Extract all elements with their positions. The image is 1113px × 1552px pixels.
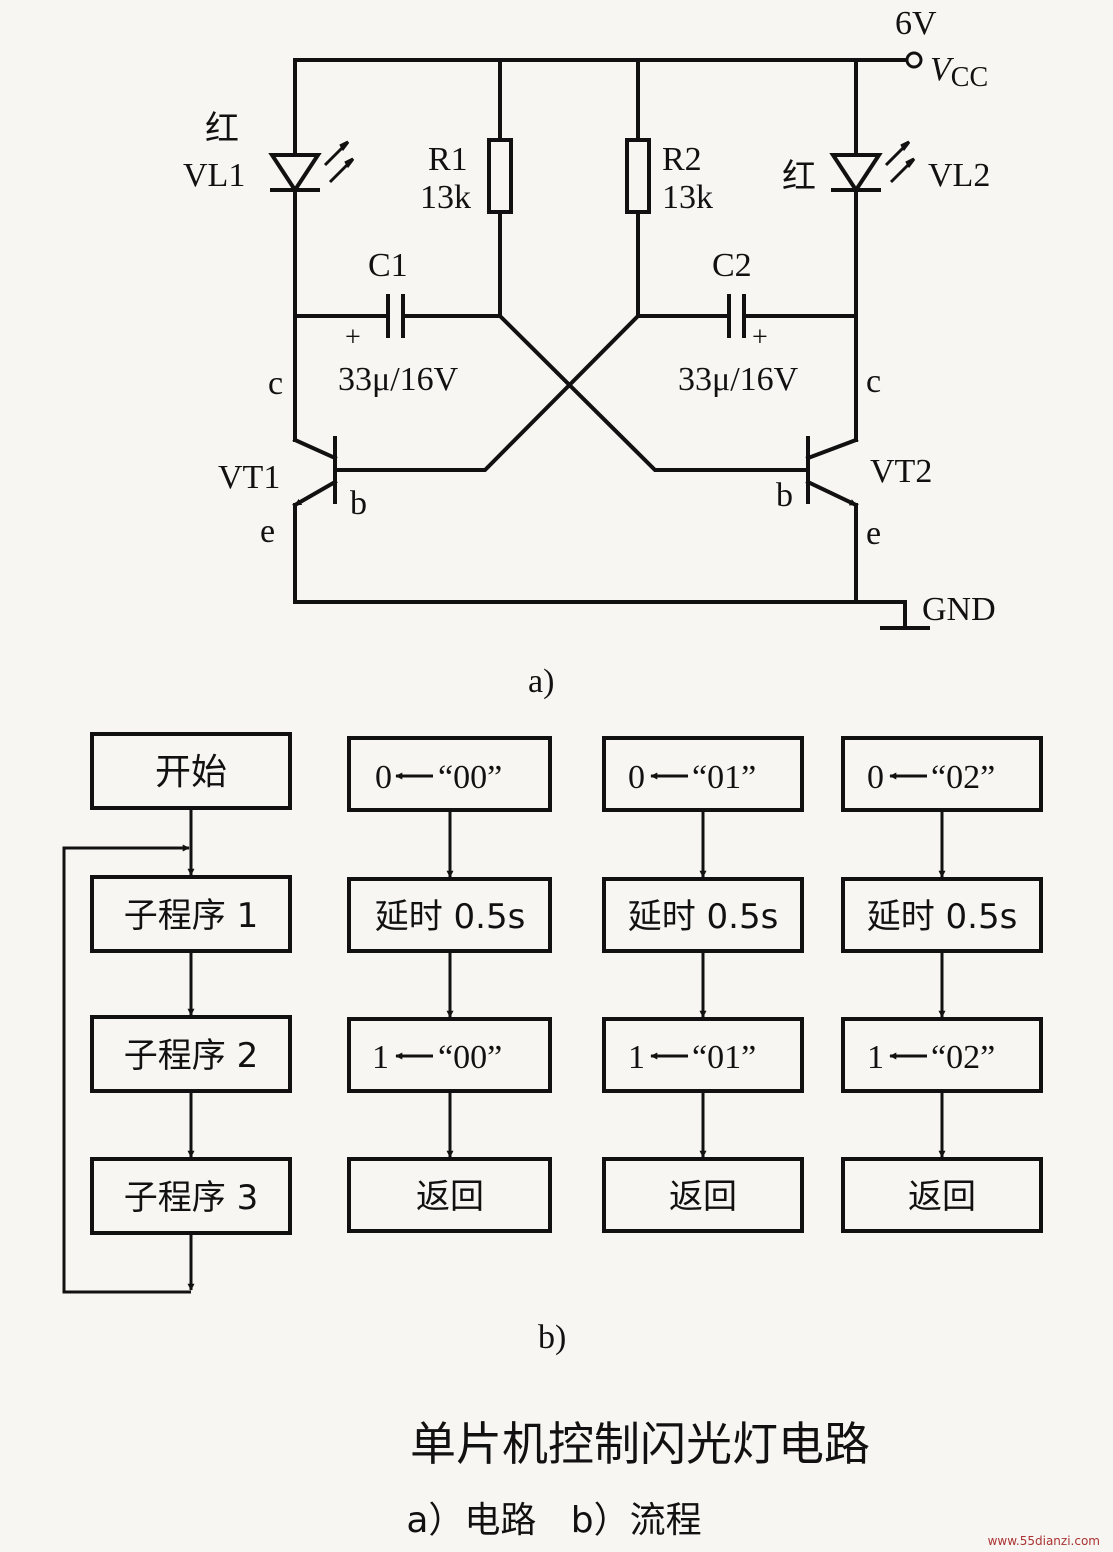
subroutine-column-1: 0 “00” 延时 0.5s 1 “00” 返回 (347, 736, 552, 1233)
flow-box-return (841, 1157, 1043, 1233)
caption-a: a) (528, 663, 554, 700)
capacitor-c1-name: C1 (368, 247, 408, 284)
flow-box-start-label: 开始 (155, 752, 227, 793)
vt2-emitter-label: e (866, 515, 881, 552)
flow-box-subroutine-1-label: 子程序 1 (124, 896, 258, 936)
capacitor-c2-value: 33μ/16V (678, 361, 799, 398)
vt1-emitter-label: e (260, 513, 275, 550)
assign-lhs: 1 (628, 1039, 645, 1076)
vt1-name: VT1 (218, 459, 280, 496)
resistor-r1-name: R1 (428, 141, 468, 178)
vcc-label: VCC (930, 51, 988, 93)
resistor-r2-name: R2 (662, 141, 702, 178)
assign-rhs: “02” (931, 1039, 995, 1076)
assign-rhs: “00” (438, 1039, 502, 1076)
led-vl2-name: VL2 (928, 157, 990, 194)
capacitor-c1-polarity: + (345, 322, 361, 353)
assign-rhs: “00” (438, 759, 502, 796)
led-vl1-name: VL1 (183, 157, 245, 194)
flowchart-diagram: 开始 子程序 1 子程序 2 子程序 3 0 “00” 延时 0.5s 1 “0… (62, 732, 1043, 1356)
resistor-r2-value: 13k (662, 179, 713, 216)
assign-rhs: “01” (692, 1039, 756, 1076)
caption-b: b) (538, 1319, 566, 1356)
cross-wire-to-vt1-base (333, 313, 641, 472)
gnd-label: GND (922, 591, 996, 628)
assign-lhs: 0 (375, 759, 392, 796)
light-emission-icon (323, 140, 350, 167)
vt2-base-label: b (776, 477, 793, 514)
delay-label: 延时 0.5s (867, 897, 1018, 937)
return-label: 返回 (416, 1177, 484, 1217)
supply-voltage-label: 6V (895, 5, 937, 42)
resistor-r1-value: 13k (420, 179, 471, 216)
vcc-terminal (905, 51, 923, 69)
assign-lhs: 1 (867, 1039, 884, 1076)
return-label: 返回 (908, 1177, 976, 1217)
led-vl1-color: 红 (205, 109, 239, 149)
assign-lhs: 1 (372, 1039, 389, 1076)
assign-lhs: 0 (867, 759, 884, 796)
return-label: 返回 (669, 1177, 737, 1217)
vt1-collector-label: c (268, 365, 283, 402)
resistor-r2-symbol (625, 138, 651, 214)
flow-box-return (347, 1157, 552, 1233)
led-vl1-symbol (268, 153, 322, 194)
figure-subtitle: a）电路 b）流程 (406, 1500, 701, 1541)
led-vl2-color: 红 (782, 157, 816, 197)
light-emission-icon (884, 140, 911, 167)
flow-box-subroutine-2-label: 子程序 2 (124, 1036, 258, 1076)
cross-wire-to-vt2-base (497, 313, 810, 472)
delay-label: 延时 0.5s (628, 897, 779, 937)
assign-lhs: 0 (628, 759, 645, 796)
delay-label: 延时 0.5s (375, 897, 526, 937)
watermark-text: www.55dianzi.com (988, 1534, 1100, 1548)
capacitor-c2-polarity: + (752, 322, 768, 353)
circuit-diagram: 6V VCC 红 VL1 R1 13k R2 13k 红 VL2 (183, 5, 996, 700)
capacitor-c2-name: C2 (712, 247, 752, 284)
resistor-r1-symbol (487, 138, 513, 214)
assign-rhs: “01” (692, 759, 756, 796)
flow-box-subroutine-3-label: 子程序 3 (124, 1178, 258, 1218)
capacitor-c1-value: 33μ/16V (338, 361, 459, 398)
vt2-collector-label: c (866, 363, 881, 400)
vt1-base-label: b (350, 485, 367, 522)
vt2-name: VT2 (870, 453, 932, 490)
assign-rhs: “02” (931, 759, 995, 796)
subroutine-column-2: 0 “01” 延时 0.5s 1 “01” 返回 (602, 736, 804, 1233)
flow-box-return (602, 1157, 804, 1233)
subroutine-column-3: 0 “02” 延时 0.5s 1 “02” 返回 (841, 736, 1043, 1233)
figure-title: 单片机控制闪光灯电路 (410, 1417, 870, 1471)
loop-back-arrow (62, 844, 191, 1294)
led-vl2-symbol (829, 153, 883, 194)
